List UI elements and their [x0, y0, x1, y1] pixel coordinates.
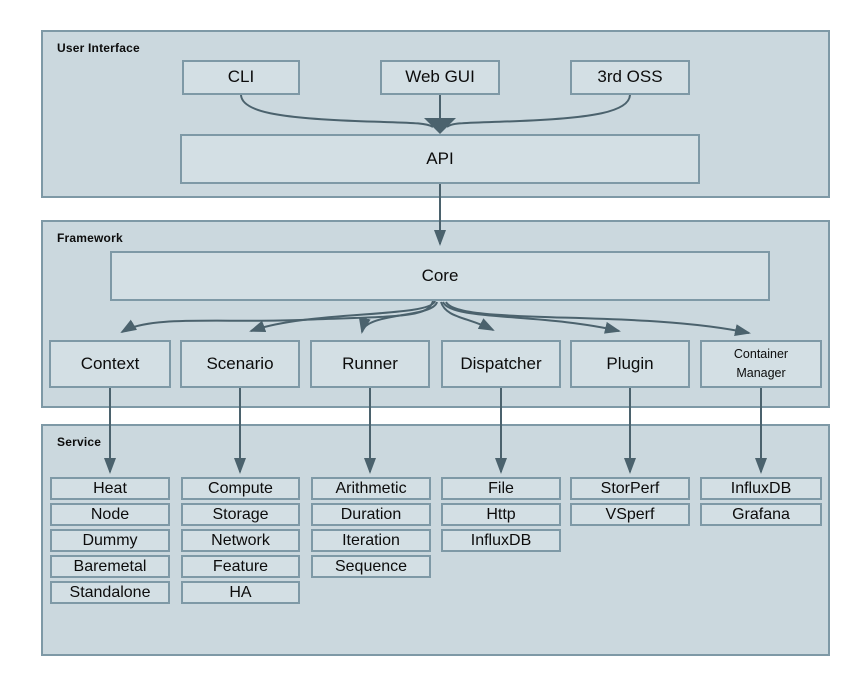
service-item-influxdb2: InfluxDB: [700, 477, 822, 500]
service-item-baremetal: Baremetal: [50, 555, 170, 578]
service-column-runner: Arithmetic Duration Iteration Sequence: [311, 477, 431, 581]
box-dispatcher: Dispatcher: [441, 340, 561, 388]
service-item-standalone: Standalone: [50, 581, 170, 604]
service-item-ha: HA: [181, 581, 300, 604]
service-item-dummy: Dummy: [50, 529, 170, 552]
box-3rd-oss: 3rd OSS: [570, 60, 690, 95]
panel-framework-label: Framework: [57, 231, 123, 245]
service-item-sequence: Sequence: [311, 555, 431, 578]
service-item-file: File: [441, 477, 561, 500]
service-item-storage: Storage: [181, 503, 300, 526]
service-item-node: Node: [50, 503, 170, 526]
service-item-http: Http: [441, 503, 561, 526]
service-item-duration: Duration: [311, 503, 431, 526]
service-column-dispatcher: File Http InfluxDB: [441, 477, 561, 555]
service-item-feature: Feature: [181, 555, 300, 578]
panel-service-label: Service: [57, 435, 102, 449]
box-container-manager-label: Container Manager: [733, 347, 789, 380]
service-column-plugin: StorPerf VSperf: [570, 477, 690, 529]
box-cli: CLI: [182, 60, 300, 95]
service-item-arithmetic: Arithmetic: [311, 477, 431, 500]
box-context: Context: [49, 340, 171, 388]
service-item-network: Network: [181, 529, 300, 552]
service-item-grafana: Grafana: [700, 503, 822, 526]
service-column-container-manager: InfluxDB Grafana: [700, 477, 822, 529]
box-web-gui: Web GUI: [380, 60, 500, 95]
service-item-heat: Heat: [50, 477, 170, 500]
service-column-scenario: Compute Storage Network Feature HA: [181, 477, 300, 607]
box-core: Core: [110, 251, 770, 301]
service-item-influxdb: InfluxDB: [441, 529, 561, 552]
box-runner: Runner: [310, 340, 430, 388]
service-column-context: Heat Node Dummy Baremetal Standalone: [50, 477, 170, 607]
panel-service: Service: [41, 424, 830, 656]
box-container-manager: Container Manager: [700, 340, 822, 388]
panel-user-interface-label: User Interface: [57, 41, 140, 55]
service-item-compute: Compute: [181, 477, 300, 500]
service-item-iteration: Iteration: [311, 529, 431, 552]
service-item-vsperf: VSperf: [570, 503, 690, 526]
box-api: API: [180, 134, 700, 184]
service-item-storperf: StorPerf: [570, 477, 690, 500]
box-plugin: Plugin: [570, 340, 690, 388]
box-scenario: Scenario: [180, 340, 300, 388]
